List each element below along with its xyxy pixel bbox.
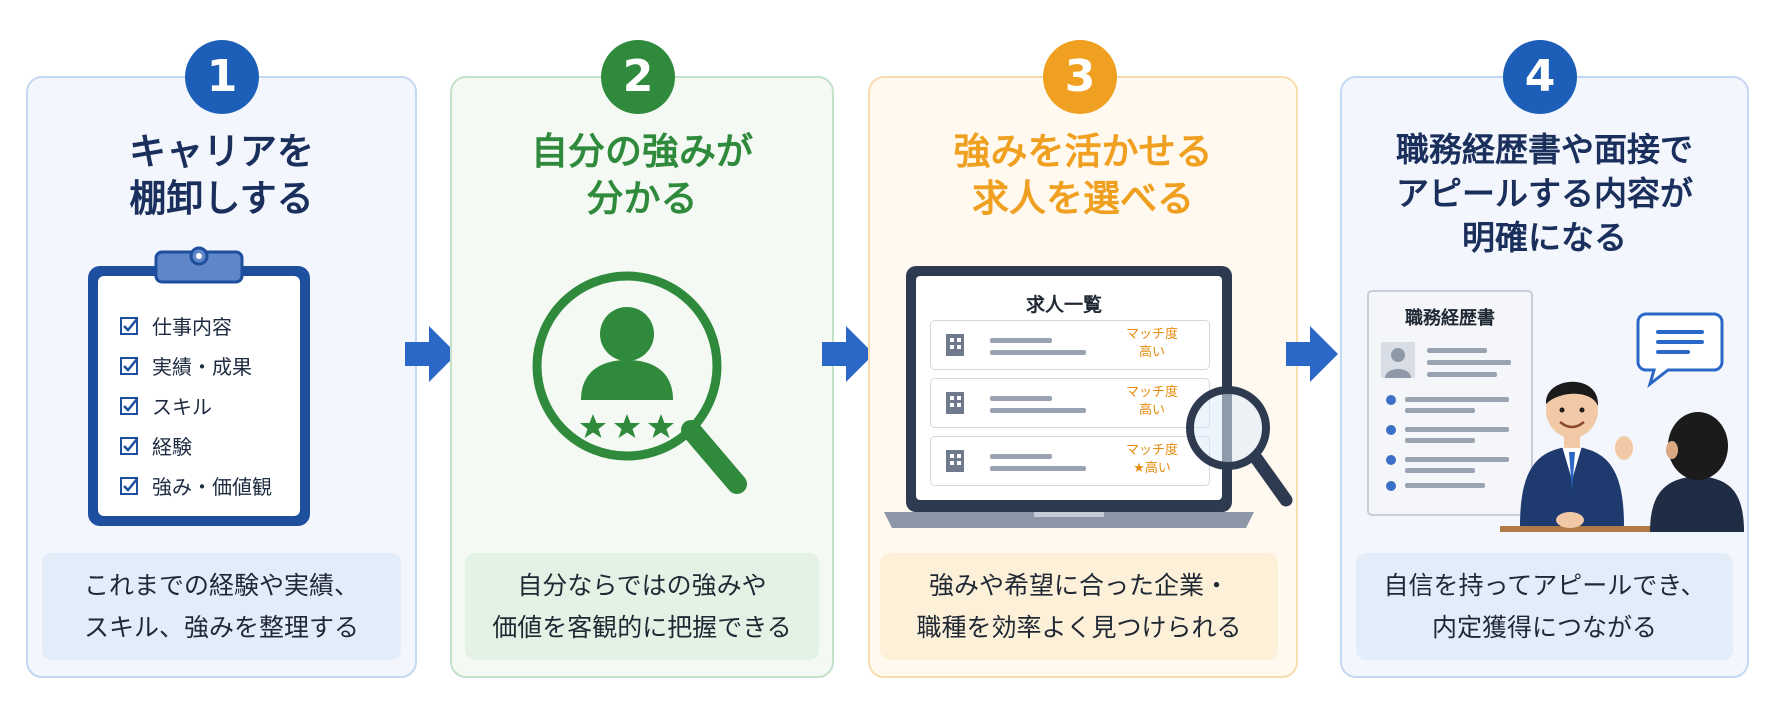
match-label: マッチ度 高い (1112, 326, 1192, 362)
checklist-label: 強み・価値観 (152, 475, 272, 499)
checkbox-checked-icon (120, 316, 138, 335)
match-label-title: マッチ度 (1125, 327, 1178, 342)
checklist-item: 仕事内容 (120, 311, 232, 340)
step-4-description: 自信を持ってアピールでき、 内定獲得につながる (1356, 553, 1733, 660)
checklist-label: 実績・成果 (152, 355, 252, 379)
interview-people-icon (1500, 381, 1744, 532)
job-rows-graphics (946, 334, 1086, 472)
job-list-item (930, 436, 1210, 486)
building-icon (946, 334, 964, 356)
star-icon (648, 414, 674, 438)
job-list-heading: 求人一覧 (1025, 294, 1102, 316)
job-list-item (930, 378, 1210, 428)
checklist-item: 経験 (120, 431, 192, 460)
checklist-item: 強み・価値観 (120, 471, 272, 500)
checklist-item: 実績・成果 (120, 351, 252, 380)
step-1-description: これまでの経験や実績、 スキル、強みを整理する (42, 553, 401, 660)
speech-bubble-icon (1636, 312, 1724, 388)
match-label-title: マッチ度 (1125, 443, 1178, 458)
clipboard-icon (88, 246, 310, 526)
checklist-label: 経験 (152, 435, 192, 459)
listener-head (1668, 412, 1728, 480)
step-4-title: 職務経歴書や面接で アピールする内容が 明確になる (1396, 130, 1693, 257)
match-label-value: ★高い (1133, 461, 1171, 476)
checkbox-checked-icon (120, 436, 138, 455)
job-list-item (930, 320, 1210, 370)
checkbox-checked-icon (120, 356, 138, 375)
arrow-right-icon (822, 326, 874, 382)
resume-graphics (1381, 342, 1511, 491)
arrow-right-icon (1286, 326, 1338, 382)
step-3-title: 強みを活かせる 求人を選べる (953, 130, 1213, 220)
step-2-number: 2 (601, 40, 675, 114)
star-icon (614, 414, 640, 438)
star-icon (580, 414, 606, 438)
step-3-number: 3 (1043, 40, 1117, 114)
step-1-title: キャリアを 棚卸しする (129, 130, 314, 220)
step-2-title: 自分の強みが 分かる (531, 130, 753, 220)
checkbox-checked-icon (120, 476, 138, 495)
checkbox-checked-icon (120, 396, 138, 415)
resume-title: 職務経歴書 (1405, 308, 1495, 329)
step-4-number: 4 (1503, 40, 1577, 114)
match-label: マッチ度 高い (1112, 384, 1192, 420)
step-2-description: 自分ならではの強みや 価値を客観的に把握できる (465, 553, 819, 660)
listener-body (1650, 476, 1744, 532)
match-label-title: マッチ度 (1125, 385, 1178, 400)
person-search-icon (532, 271, 747, 494)
match-label: マッチ度 ★高い (1112, 442, 1192, 478)
arrow-right-icon (405, 326, 457, 382)
step-3-description: 強みや希望に合った企業・ 職種を効率よく見つけられる (880, 553, 1278, 660)
building-icon (946, 450, 964, 472)
step-1-number: 1 (185, 40, 259, 114)
match-label-value: 高い (1138, 345, 1165, 360)
match-label-value: 高い (1138, 403, 1165, 418)
checklist-label: スキル (152, 395, 212, 419)
magnifier-icon (1186, 386, 1293, 507)
building-icon (946, 392, 964, 414)
checklist-item: スキル (120, 391, 212, 420)
checklist-label: 仕事内容 (152, 315, 232, 339)
